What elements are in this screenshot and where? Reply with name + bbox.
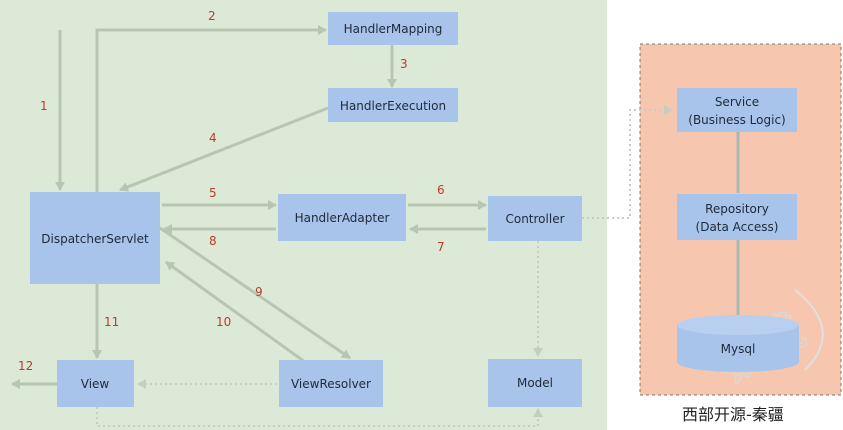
repository-box: Repository (Data Access)	[677, 194, 797, 240]
dispatcher-servlet-label: DispatcherServlet	[41, 232, 149, 246]
view-box: View	[57, 360, 134, 407]
view-label: View	[81, 377, 110, 391]
step-11: 11	[104, 315, 119, 329]
dotted-controller-to-service	[582, 105, 673, 219]
mysql-cylinder: Mysql	[677, 315, 799, 372]
step-6: 6	[437, 183, 445, 197]
handler-adapter-label: HandlerAdapter	[295, 211, 390, 225]
arrow-2	[95, 25, 327, 192]
step-10: 10	[216, 315, 231, 329]
handler-adapter-box: HandlerAdapter	[278, 194, 406, 241]
service-label-line2: (Business Logic)	[688, 113, 785, 127]
service-box: Service (Business Logic)	[677, 88, 797, 132]
mysql-label: Mysql	[721, 342, 756, 356]
handler-execution-box: HandlerExecution	[328, 88, 458, 122]
service-label-line1: Service	[715, 95, 759, 109]
step-9: 9	[255, 285, 263, 299]
repository-label-line1: Repository	[705, 202, 769, 216]
controller-box: Controller	[488, 196, 582, 241]
dispatcher-servlet-box: DispatcherServlet	[30, 192, 160, 284]
arrow-4	[119, 106, 329, 192]
arrow-10	[165, 260, 306, 364]
handler-mapping-label: HandlerMapping	[344, 22, 443, 36]
handler-execution-label: HandlerExecution	[340, 99, 446, 113]
step-4: 4	[209, 131, 217, 145]
step-3: 3	[400, 57, 408, 71]
view-resolver-box: ViewResolver	[279, 360, 383, 407]
view-resolver-label: ViewResolver	[291, 377, 371, 391]
step-7: 7	[437, 240, 445, 254]
arrow-9	[159, 226, 351, 360]
step-1: 1	[40, 99, 48, 113]
repository-label-line2: (Data Access)	[696, 220, 779, 234]
model-box: Model	[488, 359, 582, 407]
step-2: 2	[208, 9, 216, 23]
step-12: 12	[18, 359, 33, 373]
watermark-arc	[794, 289, 824, 371]
controller-label: Controller	[505, 212, 564, 226]
handler-mapping-box: HandlerMapping	[328, 12, 458, 45]
step-5: 5	[209, 186, 217, 200]
model-label: Model	[517, 376, 553, 390]
caption: 西部开源-秦疆	[682, 405, 784, 424]
step-8: 8	[209, 234, 217, 248]
